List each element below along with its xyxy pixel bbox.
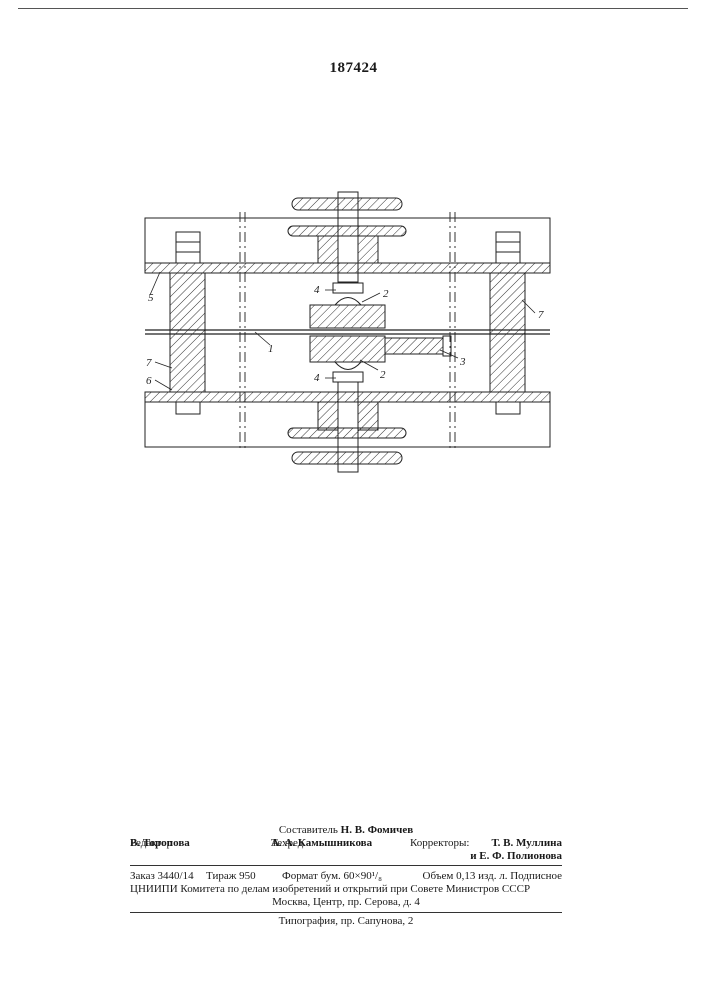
upper-handwheel — [292, 198, 402, 210]
right-nut-top — [496, 232, 520, 263]
upper-nut-body — [318, 236, 378, 263]
techred: Техред А. А. Камышникова — [271, 837, 372, 850]
corrector-2: и Е. Ф. Полионова — [470, 850, 562, 863]
institute-line: ЦНИИПИ Комитета по делам изобретений и о… — [130, 883, 562, 896]
part-label: 5 — [148, 292, 154, 304]
editor: Редактор В. Торопова — [130, 837, 190, 850]
part-label: 7 — [146, 357, 152, 369]
lower-die — [310, 336, 385, 362]
part-label: 3 — [459, 356, 466, 368]
imprint-rule — [130, 865, 562, 866]
upper-frame-hatch — [145, 263, 550, 273]
staff-row: Редактор В. Торопова Техред А. А. Камышн… — [130, 837, 562, 865]
left-nut-top — [176, 232, 200, 263]
order-number: Заказ 3440/14 — [130, 870, 194, 883]
lower-frame-plate — [145, 402, 550, 447]
part-label: 6 — [146, 375, 152, 387]
top-rule — [18, 8, 688, 9]
imprint-rule-bottom — [130, 912, 562, 913]
lower-nut-body — [318, 402, 378, 430]
imprint-block: Составитель Н. В. Фомичев Редактор В. То… — [130, 822, 562, 928]
print-run: Тираж 950 — [206, 870, 256, 883]
part-label: 4 — [314, 284, 320, 296]
nozzle — [385, 338, 443, 354]
lower-handwheel-upper — [288, 428, 406, 438]
printer-line: Типография, пр. Сапунова, 2 — [130, 915, 562, 928]
corrector-1: Т. В. Муллина — [491, 837, 562, 850]
correctors-label: Корректоры: — [410, 837, 469, 850]
upper-handwheel-lower — [288, 226, 406, 236]
lower-pad-4 — [333, 372, 363, 382]
publication-row: Заказ 3440/14 Тираж 950 Формат бум. 60×9… — [130, 870, 562, 883]
paper-format: Формат бум. 60×90¹/₈ — [282, 870, 382, 883]
upper-die — [310, 305, 385, 328]
technical-drawing: 1 2 2 3 4 4 5 6 7 7 — [0, 150, 707, 480]
part-label: 4 — [314, 372, 320, 384]
right-column — [490, 273, 525, 392]
lower-handwheel — [292, 452, 402, 464]
patent-number: 187424 — [0, 60, 707, 77]
address-line: Москва, Центр, пр. Серова, д. 4 — [130, 896, 562, 909]
part-label: 7 — [538, 309, 544, 321]
left-column — [170, 273, 205, 392]
part-label: 2 — [380, 369, 386, 381]
right-nut-bottom — [496, 402, 520, 414]
left-nut-bottom — [176, 402, 200, 414]
part-label: 2 — [383, 288, 389, 300]
volume: Объем 0,13 изд. л. Подписное — [423, 870, 562, 883]
lower-frame-hatch — [145, 392, 550, 402]
upper-frame-plate — [145, 218, 550, 263]
part-label: 1 — [268, 343, 274, 355]
compiler-line: Составитель Н. В. Фомичев — [130, 824, 562, 837]
upper-pad-4 — [333, 283, 363, 293]
